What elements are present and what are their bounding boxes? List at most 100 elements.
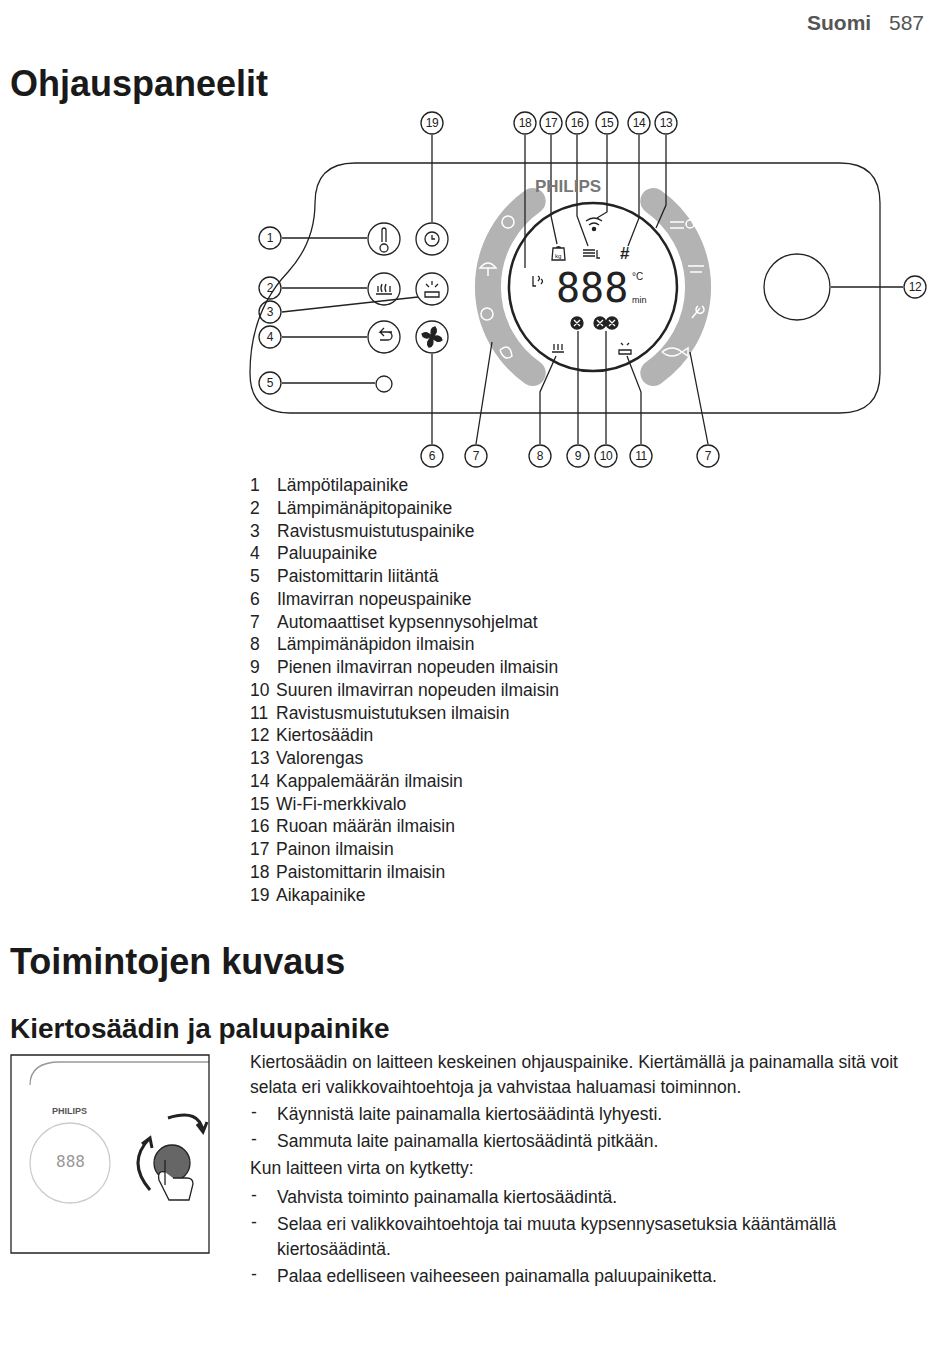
bullet-dash: - [251, 1102, 257, 1123]
callout-circle [628, 112, 650, 134]
callout-number: 4 [260, 330, 280, 345]
list-item: Ruoan määrän ilmaisin [276, 816, 455, 837]
callout-circle [630, 445, 652, 467]
callout-circle [421, 445, 443, 467]
node-text: °C [632, 272, 643, 282]
list-number: 10 [250, 680, 269, 701]
list-number: 17 [250, 839, 269, 860]
list-number: 12 [250, 725, 269, 746]
list-item: Valorengas [276, 748, 363, 769]
list-number: 9 [250, 657, 260, 678]
list-number: 1 [250, 475, 260, 496]
list-number: 2 [250, 498, 260, 519]
bullet-text: Käynnistä laite painamalla kiertosäädint… [277, 1102, 917, 1127]
page-label: 587 [889, 10, 924, 35]
node-text: min [632, 296, 647, 305]
callout-circle [566, 112, 588, 134]
digit-display: 888 [556, 268, 628, 308]
callout-number: 8 [530, 449, 550, 464]
list-number: 3 [250, 521, 260, 542]
callout-circle [259, 372, 281, 394]
subheading: Kiertosäädin ja paluupainike [10, 1012, 390, 1046]
bullet-text: Selaa eri valikkovaihtoehtoja tai muuta … [277, 1212, 917, 1262]
list-number: 18 [250, 862, 269, 883]
node-outline [10, 1054, 210, 1254]
callout-number: 14 [629, 116, 649, 131]
indicator-symbol: # [620, 244, 629, 264]
list-number: 14 [250, 771, 269, 792]
bullet-dash: - [251, 1264, 257, 1285]
list-number: 8 [250, 634, 260, 655]
bullet-text: Palaa edelliseen vaiheeseen painamalla p… [277, 1264, 917, 1289]
list-item: Painon ilmaisin [276, 839, 394, 860]
callout-circle [567, 445, 589, 467]
list-item: Wi-Fi-merkkivalo [276, 794, 406, 815]
callout-circle [421, 112, 443, 134]
callout-number: 7 [698, 449, 718, 464]
list-item: Automaattiset kypsennysohjelmat [277, 612, 538, 633]
list-number: 7 [250, 612, 260, 633]
callout-number: 13 [656, 116, 676, 131]
list-item: Lämpimänäpitopainike [277, 498, 452, 519]
list-item: Paistomittarin ilmaisin [276, 862, 445, 883]
list-item: Aikapainike [276, 885, 366, 906]
callout-number: 11 [631, 449, 651, 464]
list-item: Pienen ilmavirran nopeuden ilmaisin [277, 657, 558, 678]
callout-number: 5 [260, 376, 280, 391]
page-title: Ohjauspaneelit [10, 62, 268, 105]
callout-number: 9 [568, 449, 588, 464]
callout-number: 2 [260, 281, 280, 296]
list-item: Lämpimänäpidon ilmaisin [277, 634, 474, 655]
list-number: 6 [250, 589, 260, 610]
callout-circle [259, 326, 281, 348]
list-number: 11 [250, 703, 268, 724]
callout-circle [904, 276, 926, 298]
indicator-symbol: kg [555, 253, 561, 260]
callout-circle [595, 445, 617, 467]
bullet-dash: - [251, 1185, 257, 1206]
list-item: Lämpötilapainike [277, 475, 408, 496]
callout-number: 12 [905, 280, 925, 295]
bullet-dash: - [251, 1129, 257, 1150]
callout-number: 3 [260, 305, 280, 320]
list-number: 19 [250, 885, 269, 906]
callout-number: 1 [260, 231, 280, 246]
callout-number: 16 [567, 116, 587, 131]
callout-number: 6 [422, 449, 442, 464]
callout-circle [529, 445, 551, 467]
bullet-dash: - [251, 1212, 257, 1233]
callout-circle [465, 445, 487, 467]
callout-circle [514, 112, 536, 134]
display-circle: 888 °C min [508, 202, 678, 372]
page-label: Suomi [807, 10, 871, 35]
knob-illustration-box: PHILIPS888 [10, 1054, 210, 1254]
callout-circle [655, 112, 677, 134]
callout-number: 7 [466, 449, 486, 464]
list-item: Ilmavirran nopeuspainike [277, 589, 472, 610]
list-number: 13 [250, 748, 269, 769]
callout-number: 18 [515, 116, 535, 131]
list-number: 16 [250, 816, 269, 837]
callout-circle [540, 112, 562, 134]
node-text: PHILIPS [535, 178, 601, 195]
callout-circle [697, 445, 719, 467]
list-item: Kappalemäärän ilmaisin [276, 771, 463, 792]
callout-number: 17 [541, 116, 561, 131]
callout-circle [259, 227, 281, 249]
section-heading: Toimintojen kuvaus [10, 940, 345, 983]
callout-number: 15 [597, 116, 617, 131]
callout-number: 10 [596, 449, 616, 464]
bullet-text: Vahvista toiminto painamalla kiertosäädi… [277, 1185, 917, 1210]
list-item: Kiertosäädin [276, 725, 373, 746]
list-item: Paluupainike [277, 543, 377, 564]
paragraph: Kiertosäädin on laitteen keskeinen ohjau… [250, 1050, 925, 1100]
callout-number: 19 [422, 116, 442, 131]
paragraph: Kun laitteen virta on kytketty: [250, 1158, 474, 1179]
list-item: Ravistusmuistutuspainike [277, 521, 474, 542]
list-item: Suuren ilmavirran nopeuden ilmaisin [276, 680, 559, 701]
list-number: 5 [250, 566, 260, 587]
bullet-text: Sammuta laite painamalla kiertosäädintä … [277, 1129, 917, 1154]
control-panel: 888 °C min PHILIPS [248, 162, 881, 414]
list-item: Ravistusmuistutuksen ilmaisin [276, 703, 509, 724]
node-text: 888 [56, 1154, 85, 1170]
